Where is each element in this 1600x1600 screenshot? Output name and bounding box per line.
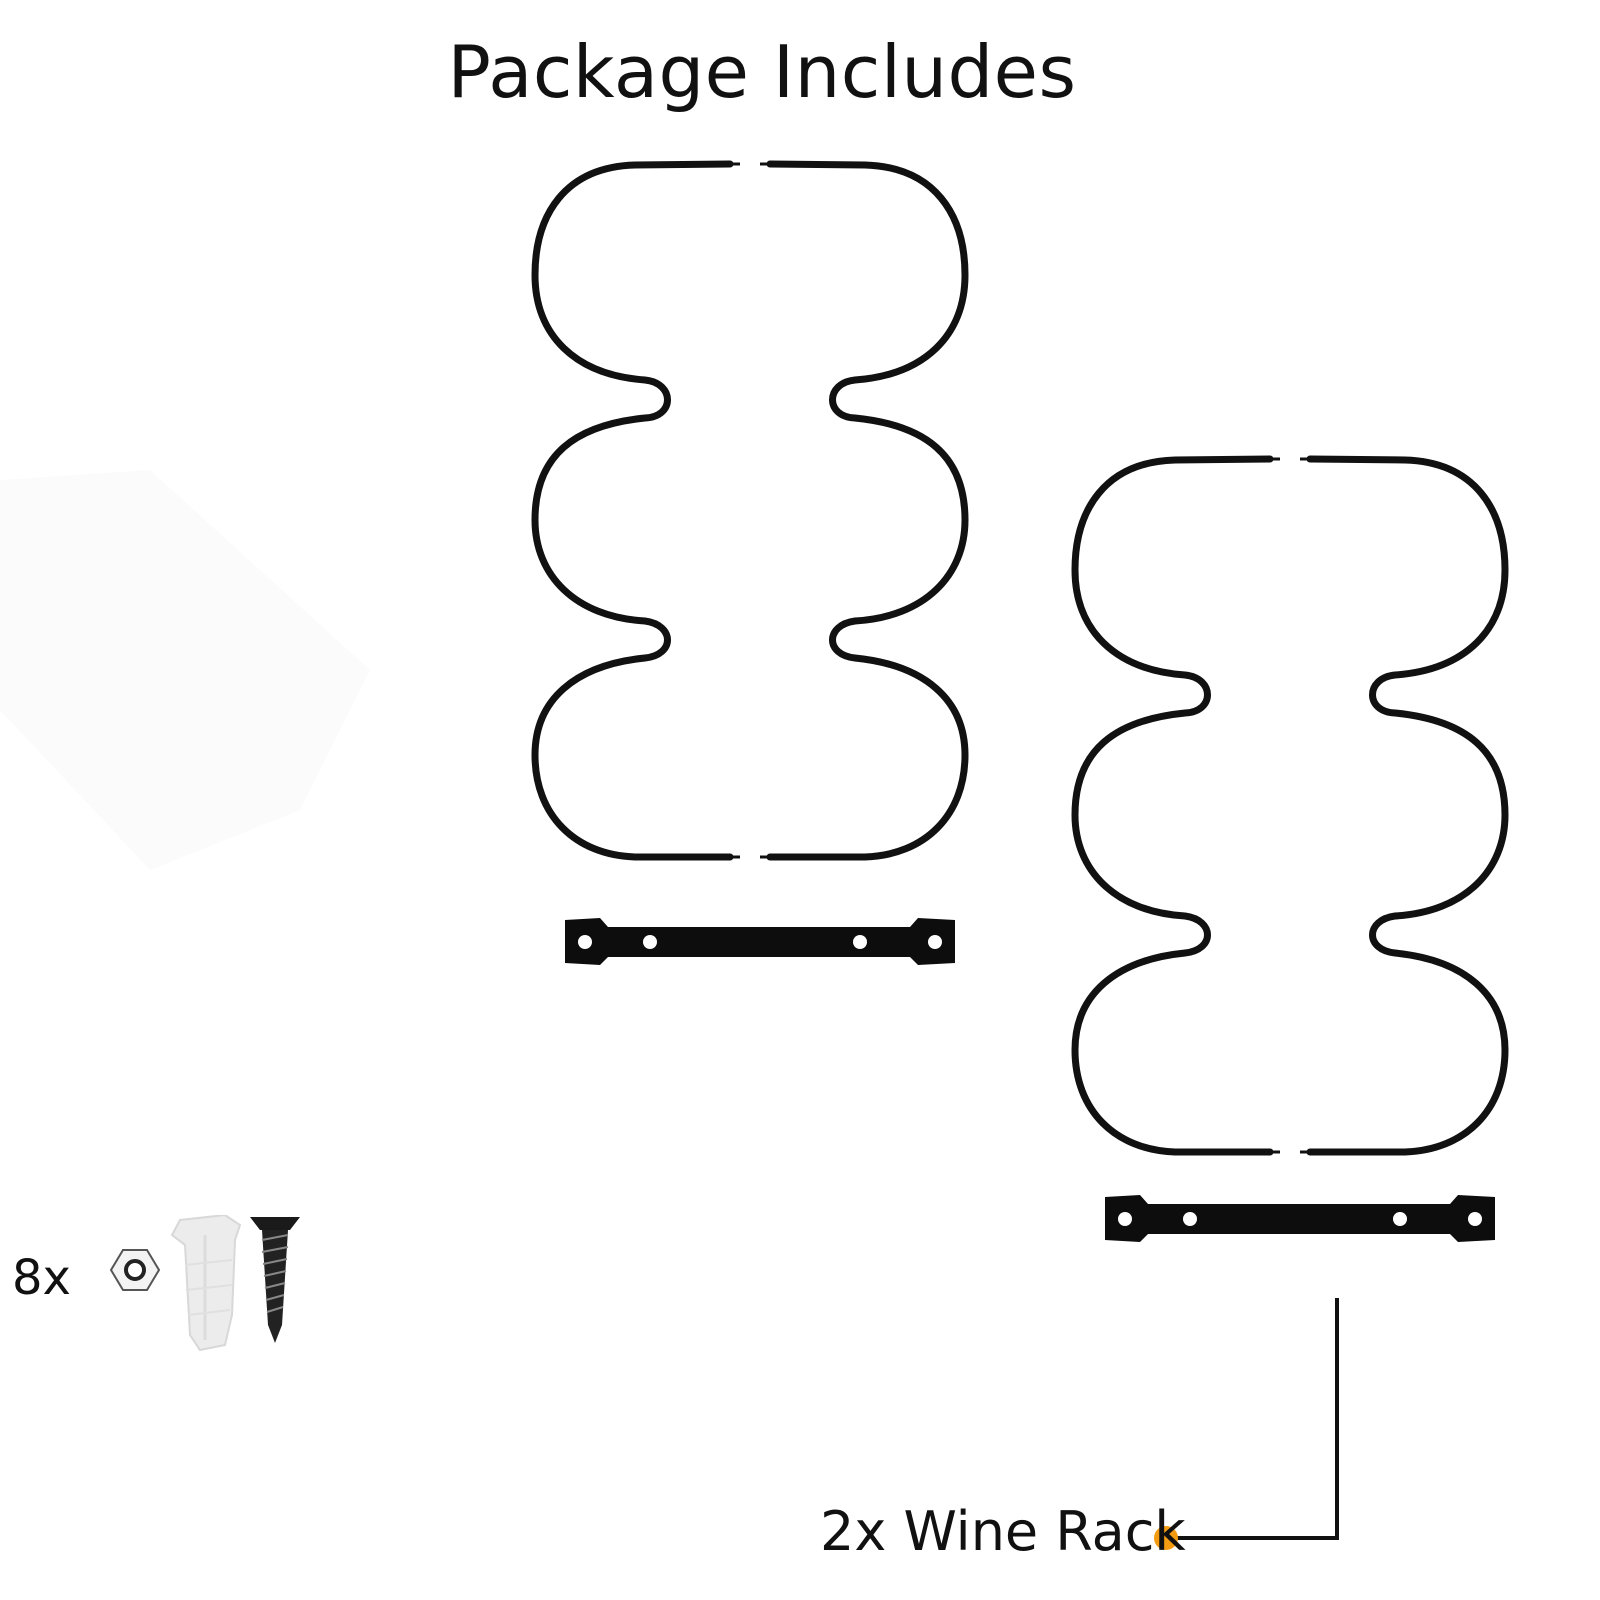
mounting-bracket-1 [565, 918, 955, 965]
wine-rack-caption: 2x Wine Rack [820, 1500, 1186, 1563]
wine-rack-frame-1 [531, 160, 969, 861]
title-text: Package Includes [447, 30, 1077, 114]
mounting-bracket-2 [1105, 1195, 1495, 1242]
hardware-set [109, 1215, 300, 1352]
hex-nut-icon [109, 1249, 161, 1291]
screw-icon [250, 1217, 300, 1343]
page-title: Package Includes [0, 30, 1600, 114]
wall-anchor-icon [170, 1215, 242, 1352]
hardware-count-label: 8x [12, 1250, 71, 1306]
wine-rack-frame-2 [1071, 455, 1509, 1156]
background-ghost-shape [0, 470, 370, 870]
